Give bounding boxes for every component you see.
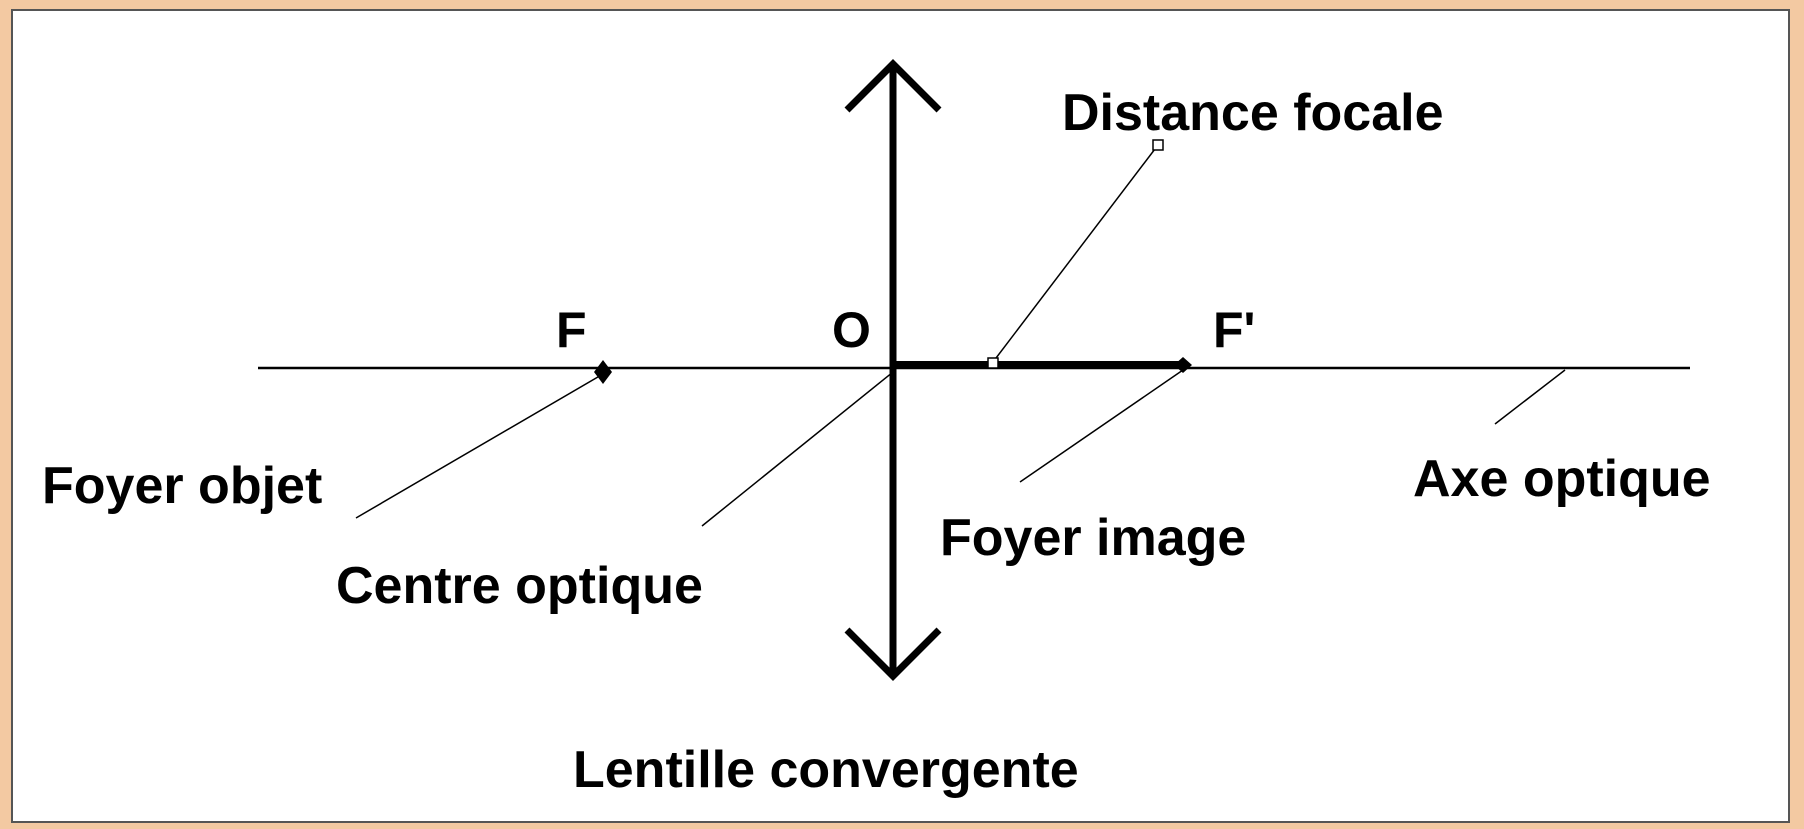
point-label-f-prime: F' xyxy=(1213,302,1255,358)
point-label-o: O xyxy=(832,302,871,358)
lens-top-arrowhead xyxy=(844,59,942,113)
label-lentille-convergente: Lentille convergente xyxy=(573,741,1079,799)
centre-optique-leader xyxy=(701,371,894,527)
distance-focale-handle-bottom xyxy=(987,357,999,369)
foyer-image-leader xyxy=(1019,369,1184,483)
diagram-canvas xyxy=(11,9,1790,823)
label-distance-focale: Distance focale xyxy=(1062,84,1444,142)
point-label-f: F xyxy=(556,302,587,358)
focal-point-f-prime-marker xyxy=(1174,357,1192,373)
label-foyer-image: Foyer image xyxy=(940,509,1246,567)
label-centre-optique: Centre optique xyxy=(336,557,703,615)
axe-optique-leader xyxy=(1494,369,1566,425)
foyer-objet-leader xyxy=(355,373,604,519)
label-foyer-objet: Foyer objet xyxy=(42,457,322,515)
distance-focale-handle-top xyxy=(1152,139,1164,151)
distance-focale-leader xyxy=(992,144,1159,363)
lens-bottom-arrowhead xyxy=(844,627,942,681)
focal-point-f-marker xyxy=(594,360,612,384)
label-axe-optique: Axe optique xyxy=(1413,450,1711,508)
